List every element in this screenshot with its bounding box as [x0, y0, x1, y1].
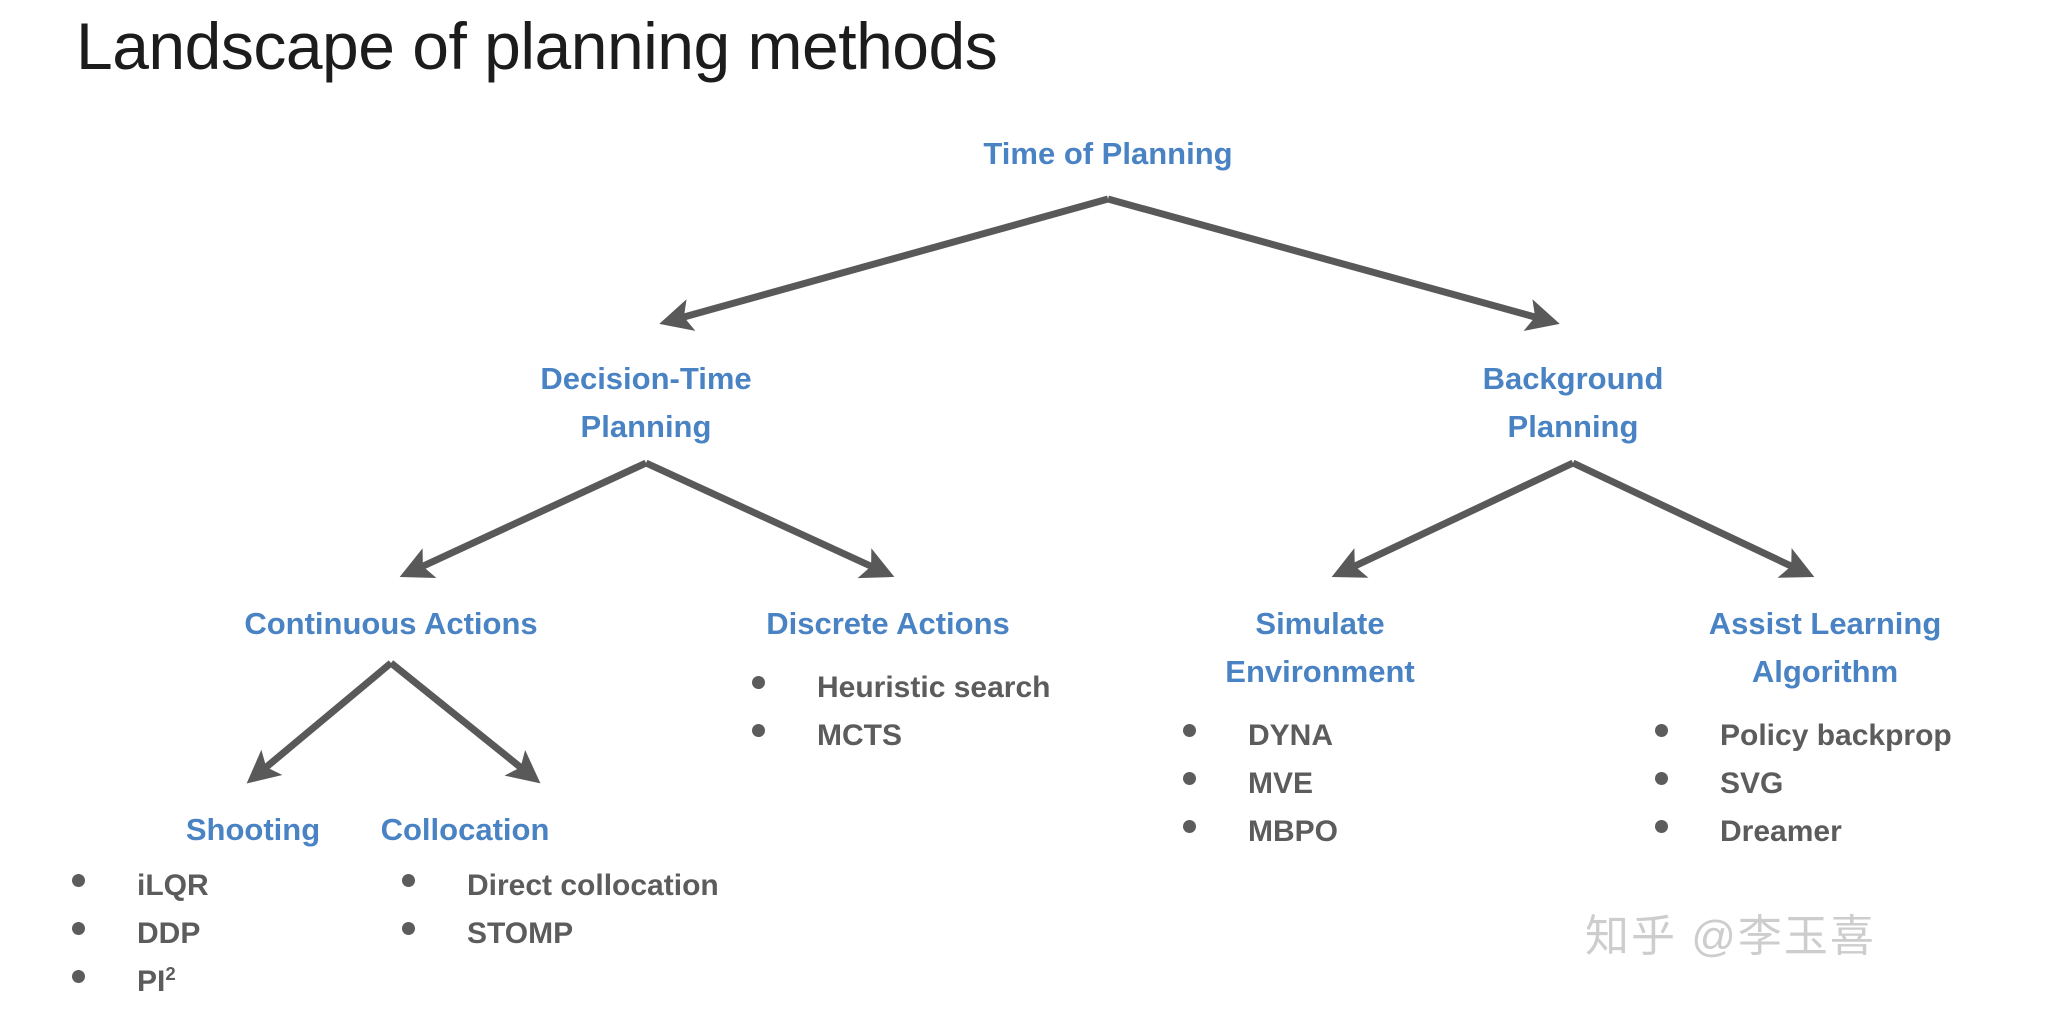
node-discrete-actions[interactable]: Discrete Actions	[648, 600, 1128, 648]
list-item[interactable]: DYNA	[1183, 712, 1338, 760]
node-collocation[interactable]: Collocation	[240, 806, 690, 854]
node-time-of-planning[interactable]: Time of Planning	[828, 130, 1388, 178]
arrow-continuous-to-collocation	[388, 660, 541, 784]
list-item-label: MCTS	[817, 719, 902, 752]
bullet-list-assist-learning-algorithm: Policy backprop SVG Dreamer	[1655, 712, 1952, 856]
arrow-root-to-background	[1107, 195, 1560, 331]
arrow-decision-to-continuous	[399, 459, 648, 579]
list-item-label: DDP	[137, 917, 201, 950]
list-item-label: DYNA	[1248, 719, 1334, 752]
bullet-dot-icon	[1655, 724, 1668, 737]
list-item-label: MVE	[1248, 767, 1314, 800]
arrow-background-to-simulate	[1331, 459, 1575, 578]
list-item[interactable]: Policy backprop	[1655, 712, 1952, 760]
node-label-decision-time-line1: Decision-Time	[540, 361, 752, 396]
node-label-decision-time-line2: Planning	[580, 409, 712, 444]
bullet-list-simulate-environment: DYNA MVE MBPO	[1183, 712, 1338, 856]
arrow-root-to-decision-time	[659, 195, 1109, 331]
node-label-time-of-planning: Time of Planning	[983, 136, 1233, 171]
node-label-background-line2: Planning	[1507, 409, 1639, 444]
bullet-dot-icon	[72, 970, 85, 983]
bullet-dot-icon	[1183, 772, 1196, 785]
node-continuous-actions[interactable]: Continuous Actions	[151, 600, 631, 648]
node-label-simulate-environment-line1: Simulate	[1255, 606, 1385, 641]
list-item[interactable]: iLQR	[72, 862, 209, 910]
bullet-list-shooting: iLQR DDP PI2	[72, 862, 209, 1006]
list-item-label: iLQR	[137, 869, 209, 902]
list-item[interactable]: STOMP	[402, 910, 719, 958]
node-simulate-environment[interactable]: Simulate Environment	[1100, 600, 1540, 696]
arrow-continuous-to-shooting	[246, 660, 394, 784]
bullet-dot-icon	[72, 922, 85, 935]
list-item-label: Policy backprop	[1720, 719, 1952, 752]
node-label-shooting: Shooting	[185, 812, 321, 847]
bullet-dot-icon	[752, 724, 765, 737]
node-label-collocation: Collocation	[380, 812, 550, 847]
list-item[interactable]: PI2	[72, 958, 209, 1006]
bullet-dot-icon	[402, 874, 415, 887]
watermark: 知乎 @李玉喜	[1585, 912, 1876, 961]
node-label-assist-learning-line1: Assist Learning	[1708, 606, 1942, 641]
bullet-list-discrete-actions: Heuristic search MCTS	[752, 664, 1050, 760]
node-label-background-line1: Background	[1482, 361, 1664, 396]
list-item-label: STOMP	[467, 917, 574, 950]
bullet-dot-icon	[1183, 820, 1196, 833]
arrow-decision-to-discrete	[644, 459, 895, 579]
bullet-dot-icon	[72, 874, 85, 887]
list-item[interactable]: DDP	[72, 910, 209, 958]
list-item-label-pi-squared: PI2	[137, 963, 176, 998]
arrow-background-to-assist	[1571, 459, 1815, 578]
list-item-label: MBPO	[1248, 815, 1338, 848]
list-item[interactable]: Dreamer	[1655, 808, 1952, 856]
list-item-label: SVG	[1720, 767, 1784, 800]
list-item-label: Dreamer	[1720, 815, 1842, 848]
node-assist-learning-algorithm[interactable]: Assist Learning Algorithm	[1600, 600, 2050, 696]
node-label-simulate-environment-line2: Environment	[1225, 654, 1415, 689]
bullet-dot-icon	[1655, 820, 1668, 833]
list-item[interactable]: MBPO	[1183, 808, 1338, 856]
bullet-dot-icon	[402, 922, 415, 935]
node-background-planning[interactable]: Background Planning	[1333, 355, 1813, 451]
list-item[interactable]: Heuristic search	[752, 664, 1050, 712]
list-item[interactable]: Direct collocation	[402, 862, 719, 910]
node-label-continuous-actions: Continuous Actions	[244, 606, 538, 641]
node-label-discrete-actions: Discrete Actions	[766, 606, 1010, 641]
list-item[interactable]: MVE	[1183, 760, 1338, 808]
node-decision-time-planning[interactable]: Decision-Time Planning	[406, 355, 886, 451]
node-label-assist-learning-line2: Algorithm	[1751, 654, 1899, 689]
list-item-label: Heuristic search	[817, 671, 1051, 704]
bullet-dot-icon	[1183, 724, 1196, 737]
bullet-list-collocation: Direct collocation STOMP	[402, 862, 719, 958]
node-shooting[interactable]: Shooting	[28, 806, 478, 854]
list-item[interactable]: SVG	[1655, 760, 1952, 808]
bullet-dot-icon	[1655, 772, 1668, 785]
page-title: Landscape of planning methods	[76, 9, 998, 83]
bullet-dot-icon	[752, 676, 765, 689]
list-item[interactable]: MCTS	[752, 712, 1050, 760]
list-item-label: Direct collocation	[467, 869, 719, 902]
